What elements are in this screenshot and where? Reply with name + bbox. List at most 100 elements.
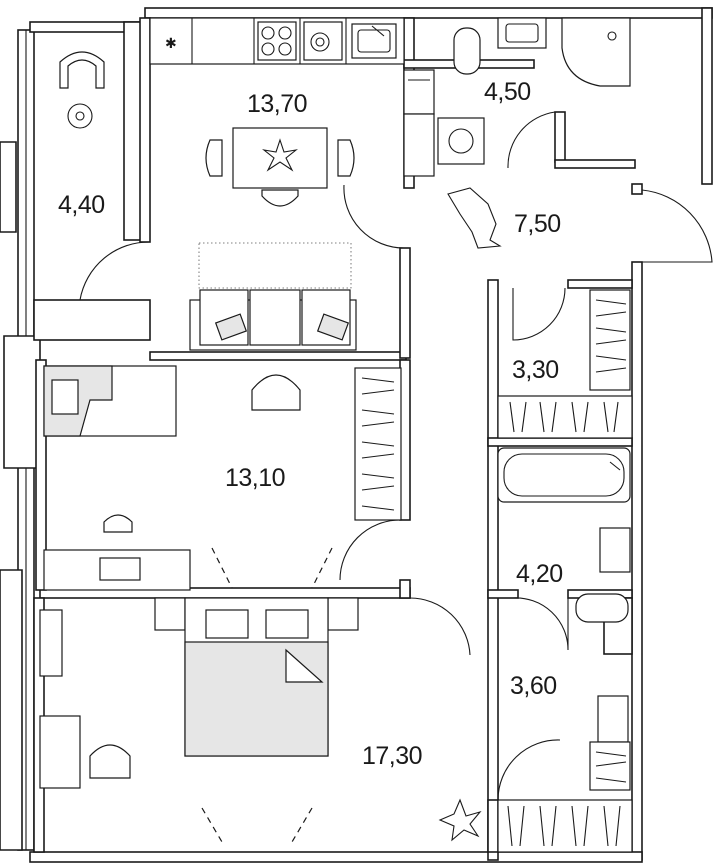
blanket-fold — [285, 648, 324, 683]
washbasin-2 — [599, 527, 631, 573]
desk — [43, 549, 191, 591]
wall-bath2-bottom-left — [487, 589, 519, 599]
hall-decor — [447, 187, 502, 249]
toilet-2 — [575, 593, 629, 623]
door-master — [409, 597, 471, 656]
wall-right-upper — [701, 7, 713, 185]
wall-bath-right — [554, 111, 566, 163]
tv-area — [198, 242, 352, 289]
bath-tap — [609, 461, 621, 471]
window-bump-3 — [0, 569, 23, 851]
washing-machine — [437, 117, 485, 165]
bedroom-master-furniture — [39, 597, 482, 843]
washing-machine-drum — [448, 128, 474, 154]
stove-icon — [257, 21, 297, 61]
bookshelf — [39, 609, 63, 677]
armchair-mid — [251, 374, 301, 411]
room-area-bathroom-top: 4,50 — [484, 78, 531, 106]
wall-bedroom-right-stub — [399, 579, 411, 599]
nightstand-left — [154, 597, 186, 631]
cabinet-lower — [597, 695, 629, 743]
window-projection-master — [201, 807, 313, 843]
hangers-2 — [509, 401, 619, 433]
corridor-lower-furniture — [497, 695, 633, 853]
bedroom-middle-furniture — [43, 365, 402, 591]
desk-chair — [103, 514, 133, 533]
doors — [79, 111, 713, 801]
wall-right-lower — [631, 261, 643, 861]
door-closet — [512, 287, 566, 341]
door-bath-top — [507, 111, 556, 169]
washbasin — [497, 17, 547, 49]
room-area-bedroom-master: 17,30 — [362, 742, 422, 770]
chair-left — [205, 139, 223, 177]
room-labels: 4,40 13,70 4,50 7,50 3,30 13,10 4,20 3,6… — [58, 78, 563, 770]
chair-right — [337, 139, 355, 177]
outer-walls — [0, 7, 713, 863]
door-corridor-lower — [497, 739, 561, 801]
bathtub-inner — [503, 453, 625, 497]
toilet — [453, 27, 481, 75]
room-area-kitchen-living: 13,70 — [247, 90, 307, 118]
window-bump-2 — [3, 335, 41, 469]
cushion-2 — [316, 313, 350, 341]
wall-bath2-top — [487, 437, 633, 447]
wall-bottom — [29, 851, 643, 863]
balcony-furniture — [59, 51, 105, 129]
side-table — [67, 103, 93, 129]
snowflake-icon: ✱ — [165, 36, 177, 52]
wardrobe-lower — [497, 799, 633, 853]
room-area-hall: 7,50 — [514, 210, 561, 238]
plant-icon-master — [438, 798, 482, 842]
door-bedroom-mid — [339, 519, 401, 581]
side-table-center — [75, 111, 85, 121]
armchair-balcony — [59, 51, 105, 89]
pillow-2 — [265, 609, 309, 639]
wall-living-right — [399, 247, 411, 359]
bath2-furniture — [497, 447, 631, 623]
wall-lower-stub — [487, 799, 499, 853]
wall-bedroom-left — [35, 359, 47, 591]
sofa-seat-2 — [249, 289, 301, 346]
closet-furniture — [497, 289, 633, 439]
bed-blanket — [184, 641, 329, 757]
work-desk — [39, 715, 81, 789]
door-bath2 — [512, 597, 569, 651]
dining-table — [232, 127, 328, 189]
wall-closet-top — [567, 279, 633, 289]
bed-pillow — [51, 379, 79, 415]
plant-icon — [262, 138, 298, 172]
wall-living-bottom — [149, 351, 407, 361]
wall-right-step — [631, 183, 643, 195]
cushion-1 — [214, 313, 248, 341]
room-area-closet: 3,30 — [512, 356, 559, 384]
laptop-icon — [99, 557, 141, 581]
shower — [561, 17, 631, 87]
sink-icon — [351, 23, 397, 59]
pillow-1 — [205, 609, 249, 639]
wardrobe-mid — [354, 367, 402, 521]
room-area-bathroom-middle: 4,20 — [516, 560, 563, 588]
window-projection — [211, 547, 333, 589]
wall-kitchen-left — [139, 17, 151, 243]
window-bump-1 — [0, 141, 17, 233]
room-area-balcony: 4,40 — [58, 191, 105, 219]
nightstand-right — [327, 597, 359, 631]
hangers-4 — [507, 805, 621, 847]
fridge-lower — [403, 113, 435, 177]
hangers-1 — [595, 299, 627, 373]
fridge-upper — [403, 69, 435, 115]
wall-block-left — [33, 299, 151, 341]
washbasin-bowl — [505, 23, 539, 43]
wall-bath-bottom — [554, 159, 636, 169]
door-balcony — [79, 241, 151, 301]
interior-walls — [33, 17, 636, 861]
bath-top-furniture — [437, 17, 631, 165]
room-area-bedroom-middle: 13,10 — [225, 464, 285, 492]
dishwasher-icon — [303, 21, 343, 61]
figure-icon — [447, 187, 502, 249]
kitchen-furniture: ✱ — [149, 17, 435, 351]
shower-drain — [607, 31, 617, 41]
